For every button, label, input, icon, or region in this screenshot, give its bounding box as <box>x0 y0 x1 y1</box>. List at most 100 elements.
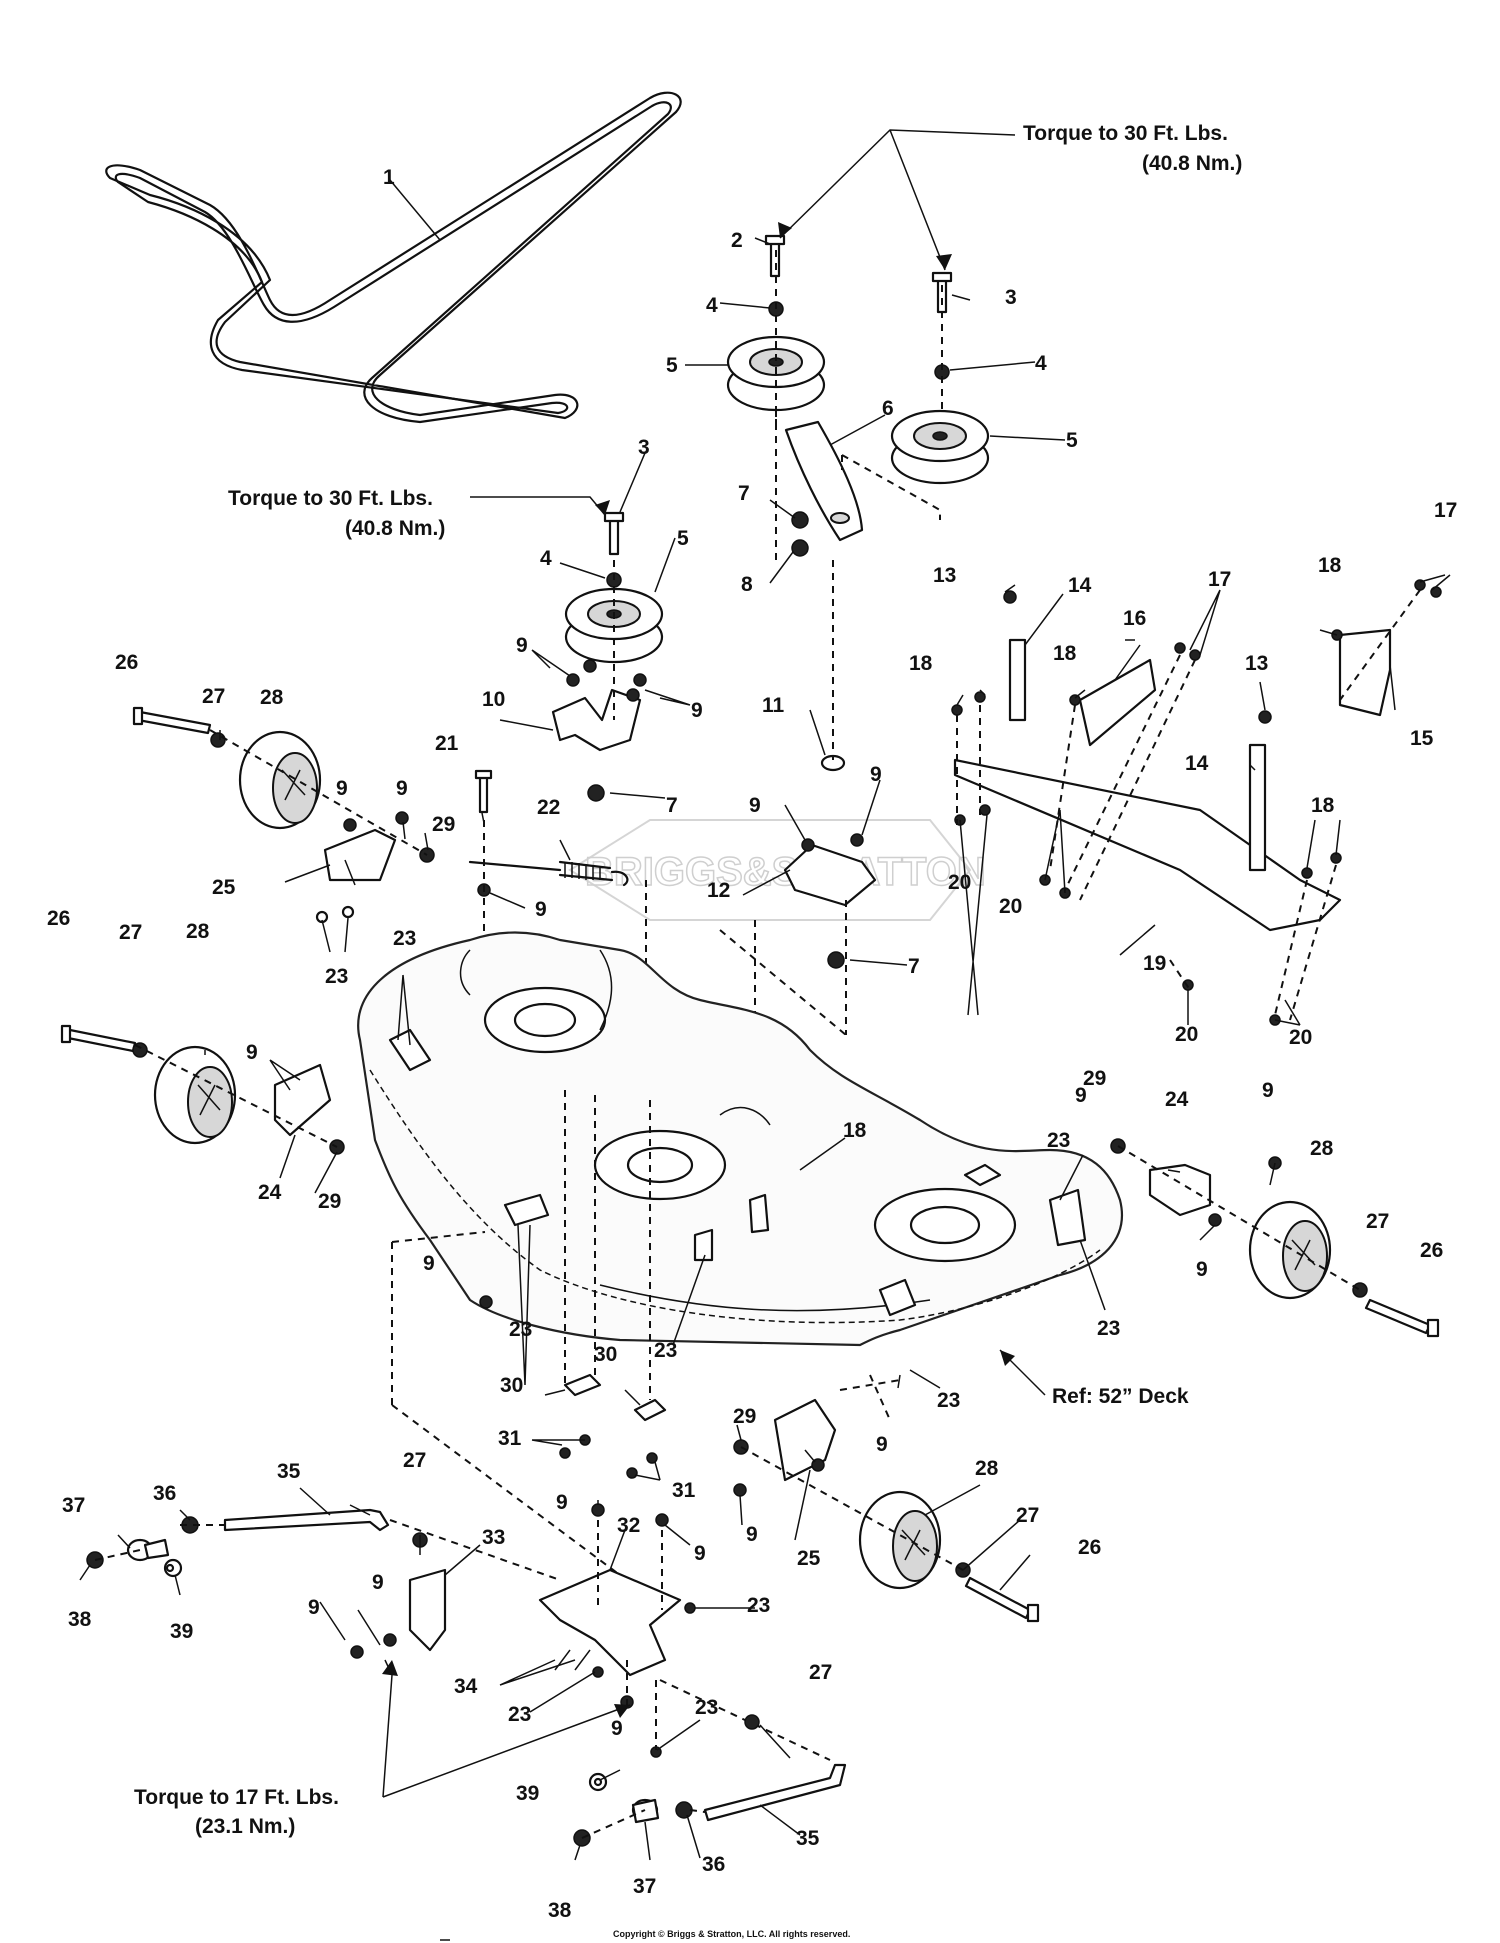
part-nut-9c <box>626 688 640 702</box>
callout-28a: 28 <box>260 686 284 709</box>
callout-27f: 27 <box>809 1661 832 1684</box>
part-deck-bracket-23b <box>503 1193 550 1227</box>
part-bracket-15 <box>1338 628 1392 717</box>
callout-26d: 26 <box>1078 1536 1101 1559</box>
callout-9q: 9 <box>372 1571 384 1594</box>
part-wheel-bolt-26d <box>964 1576 1040 1623</box>
callout-5c: 5 <box>677 527 689 550</box>
watermark: BRIGGS&STRATTON <box>568 819 987 921</box>
callout-38b: 38 <box>548 1899 572 1922</box>
callout-9n: 9 <box>556 1491 568 1514</box>
callout-28b: 28 <box>186 920 210 943</box>
part-nut-9o <box>591 1503 605 1517</box>
callout-4b: 4 <box>1035 352 1047 375</box>
callout-6: 6 <box>882 397 894 420</box>
callout-23g: 23 <box>937 1389 960 1412</box>
callout-30b: 30 <box>594 1343 617 1366</box>
callout-25b: 25 <box>797 1547 821 1570</box>
part-nut-20e <box>1182 979 1194 991</box>
part-pins-34 <box>554 1649 591 1671</box>
callout-2: 2 <box>731 229 743 252</box>
callout-23e: 23 <box>1047 1129 1070 1152</box>
part-nut-20b <box>979 804 991 816</box>
note-torque-17-nm: (23.1 Nm.) <box>195 1815 295 1838</box>
part-spindle-37a <box>126 1538 170 1562</box>
part-bolt-31a <box>559 1447 571 1459</box>
callout-13b: 13 <box>1245 652 1268 675</box>
callout-35b: 35 <box>796 1827 820 1850</box>
callout-4c: 4 <box>540 547 552 570</box>
callout-15: 15 <box>1410 727 1434 750</box>
callout-37b: 37 <box>633 1875 656 1898</box>
callout-24a: 24 <box>1165 1088 1189 1111</box>
part-nut-9l <box>1208 1213 1222 1227</box>
callout-25a: 25 <box>212 876 236 899</box>
callout-9k: 9 <box>423 1252 435 1275</box>
callout-9g: 9 <box>870 763 882 786</box>
part-nut-9p <box>655 1513 669 1527</box>
callout-24b: 24 <box>258 1181 282 1204</box>
callout-30a: 30 <box>500 1374 523 1397</box>
callout-14b: 14 <box>1185 752 1209 775</box>
callout-27a: 27 <box>202 685 225 708</box>
part-wheel-bolt-26b <box>60 1024 137 1053</box>
callout-9c: 9 <box>336 777 348 800</box>
callout-9h: 9 <box>246 1041 258 1064</box>
part-nut-7b <box>587 784 605 802</box>
part-wheel-28c <box>1248 1200 1332 1300</box>
part-idler-arm-6 <box>784 420 864 542</box>
part-baffle-30b <box>633 1398 667 1422</box>
callout-23a: 23 <box>325 965 348 988</box>
part-bracket-14a <box>1008 638 1027 722</box>
note-ref-deck: Ref: 52” Deck <box>1052 1385 1189 1408</box>
callout-18c: 18 <box>1318 554 1342 577</box>
part-bolt-31c <box>626 1467 638 1479</box>
part-bolt-17a <box>1174 642 1186 654</box>
callout-5b: 5 <box>1066 429 1078 452</box>
part-nut-9r <box>350 1645 364 1659</box>
callout-12: 12 <box>707 879 730 902</box>
callout-32: 32 <box>617 1514 640 1537</box>
callout-18e: 18 <box>843 1119 867 1142</box>
callout-20b: 20 <box>999 895 1022 918</box>
callout-20d: 20 <box>1289 1026 1312 1049</box>
part-belt <box>105 91 682 424</box>
callout-33: 33 <box>482 1526 505 1549</box>
part-wheel-bolt-26c <box>1364 1298 1440 1338</box>
callout-9m: 9 <box>746 1523 758 1546</box>
part-nut-9j <box>395 811 409 825</box>
callout-29c: 29 <box>1083 1067 1106 1090</box>
callout-9e: 9 <box>535 898 547 921</box>
note-torque-30-mid: Torque to 30 Ft. Lbs. <box>228 487 433 510</box>
part-wheel-bracket-24a <box>273 1063 332 1137</box>
part-idler-bolt-3 <box>931 271 953 314</box>
part-washer-27f <box>744 1714 760 1730</box>
callout-16: 16 <box>1123 607 1146 630</box>
callout-7b: 7 <box>666 794 678 817</box>
callout-22: 22 <box>537 796 560 819</box>
callout-11: 11 <box>762 694 785 717</box>
part-wheel-28b <box>153 1045 237 1145</box>
part-nut-36b <box>675 1801 693 1819</box>
callout-20a: 20 <box>948 871 971 894</box>
callout-28c: 28 <box>1310 1137 1334 1160</box>
callout-34: 34 <box>454 1675 478 1698</box>
callout-5a: 5 <box>666 354 678 377</box>
callout-3b: 3 <box>638 436 650 459</box>
callout-28d: 28 <box>975 1457 999 1480</box>
callout-9f: 9 <box>749 794 761 817</box>
part-baffle-30a <box>563 1373 602 1397</box>
callout-35a: 35 <box>277 1460 301 1483</box>
part-bolt-18b <box>974 691 986 703</box>
part-deck-bracket-23c <box>693 1228 714 1262</box>
callout-17b: 17 <box>1434 499 1457 522</box>
callout-9s: 9 <box>1075 1084 1087 1107</box>
callout-23c: 23 <box>509 1318 532 1341</box>
callout-26b: 26 <box>47 907 70 930</box>
part-nut-9q <box>383 1633 397 1647</box>
callout-37a: 37 <box>62 1494 85 1517</box>
part-nut-9n <box>733 1483 747 1497</box>
part-nut-9e <box>801 838 815 852</box>
note-torque-17: Torque to 17 Ft. Lbs. <box>134 1786 339 1809</box>
